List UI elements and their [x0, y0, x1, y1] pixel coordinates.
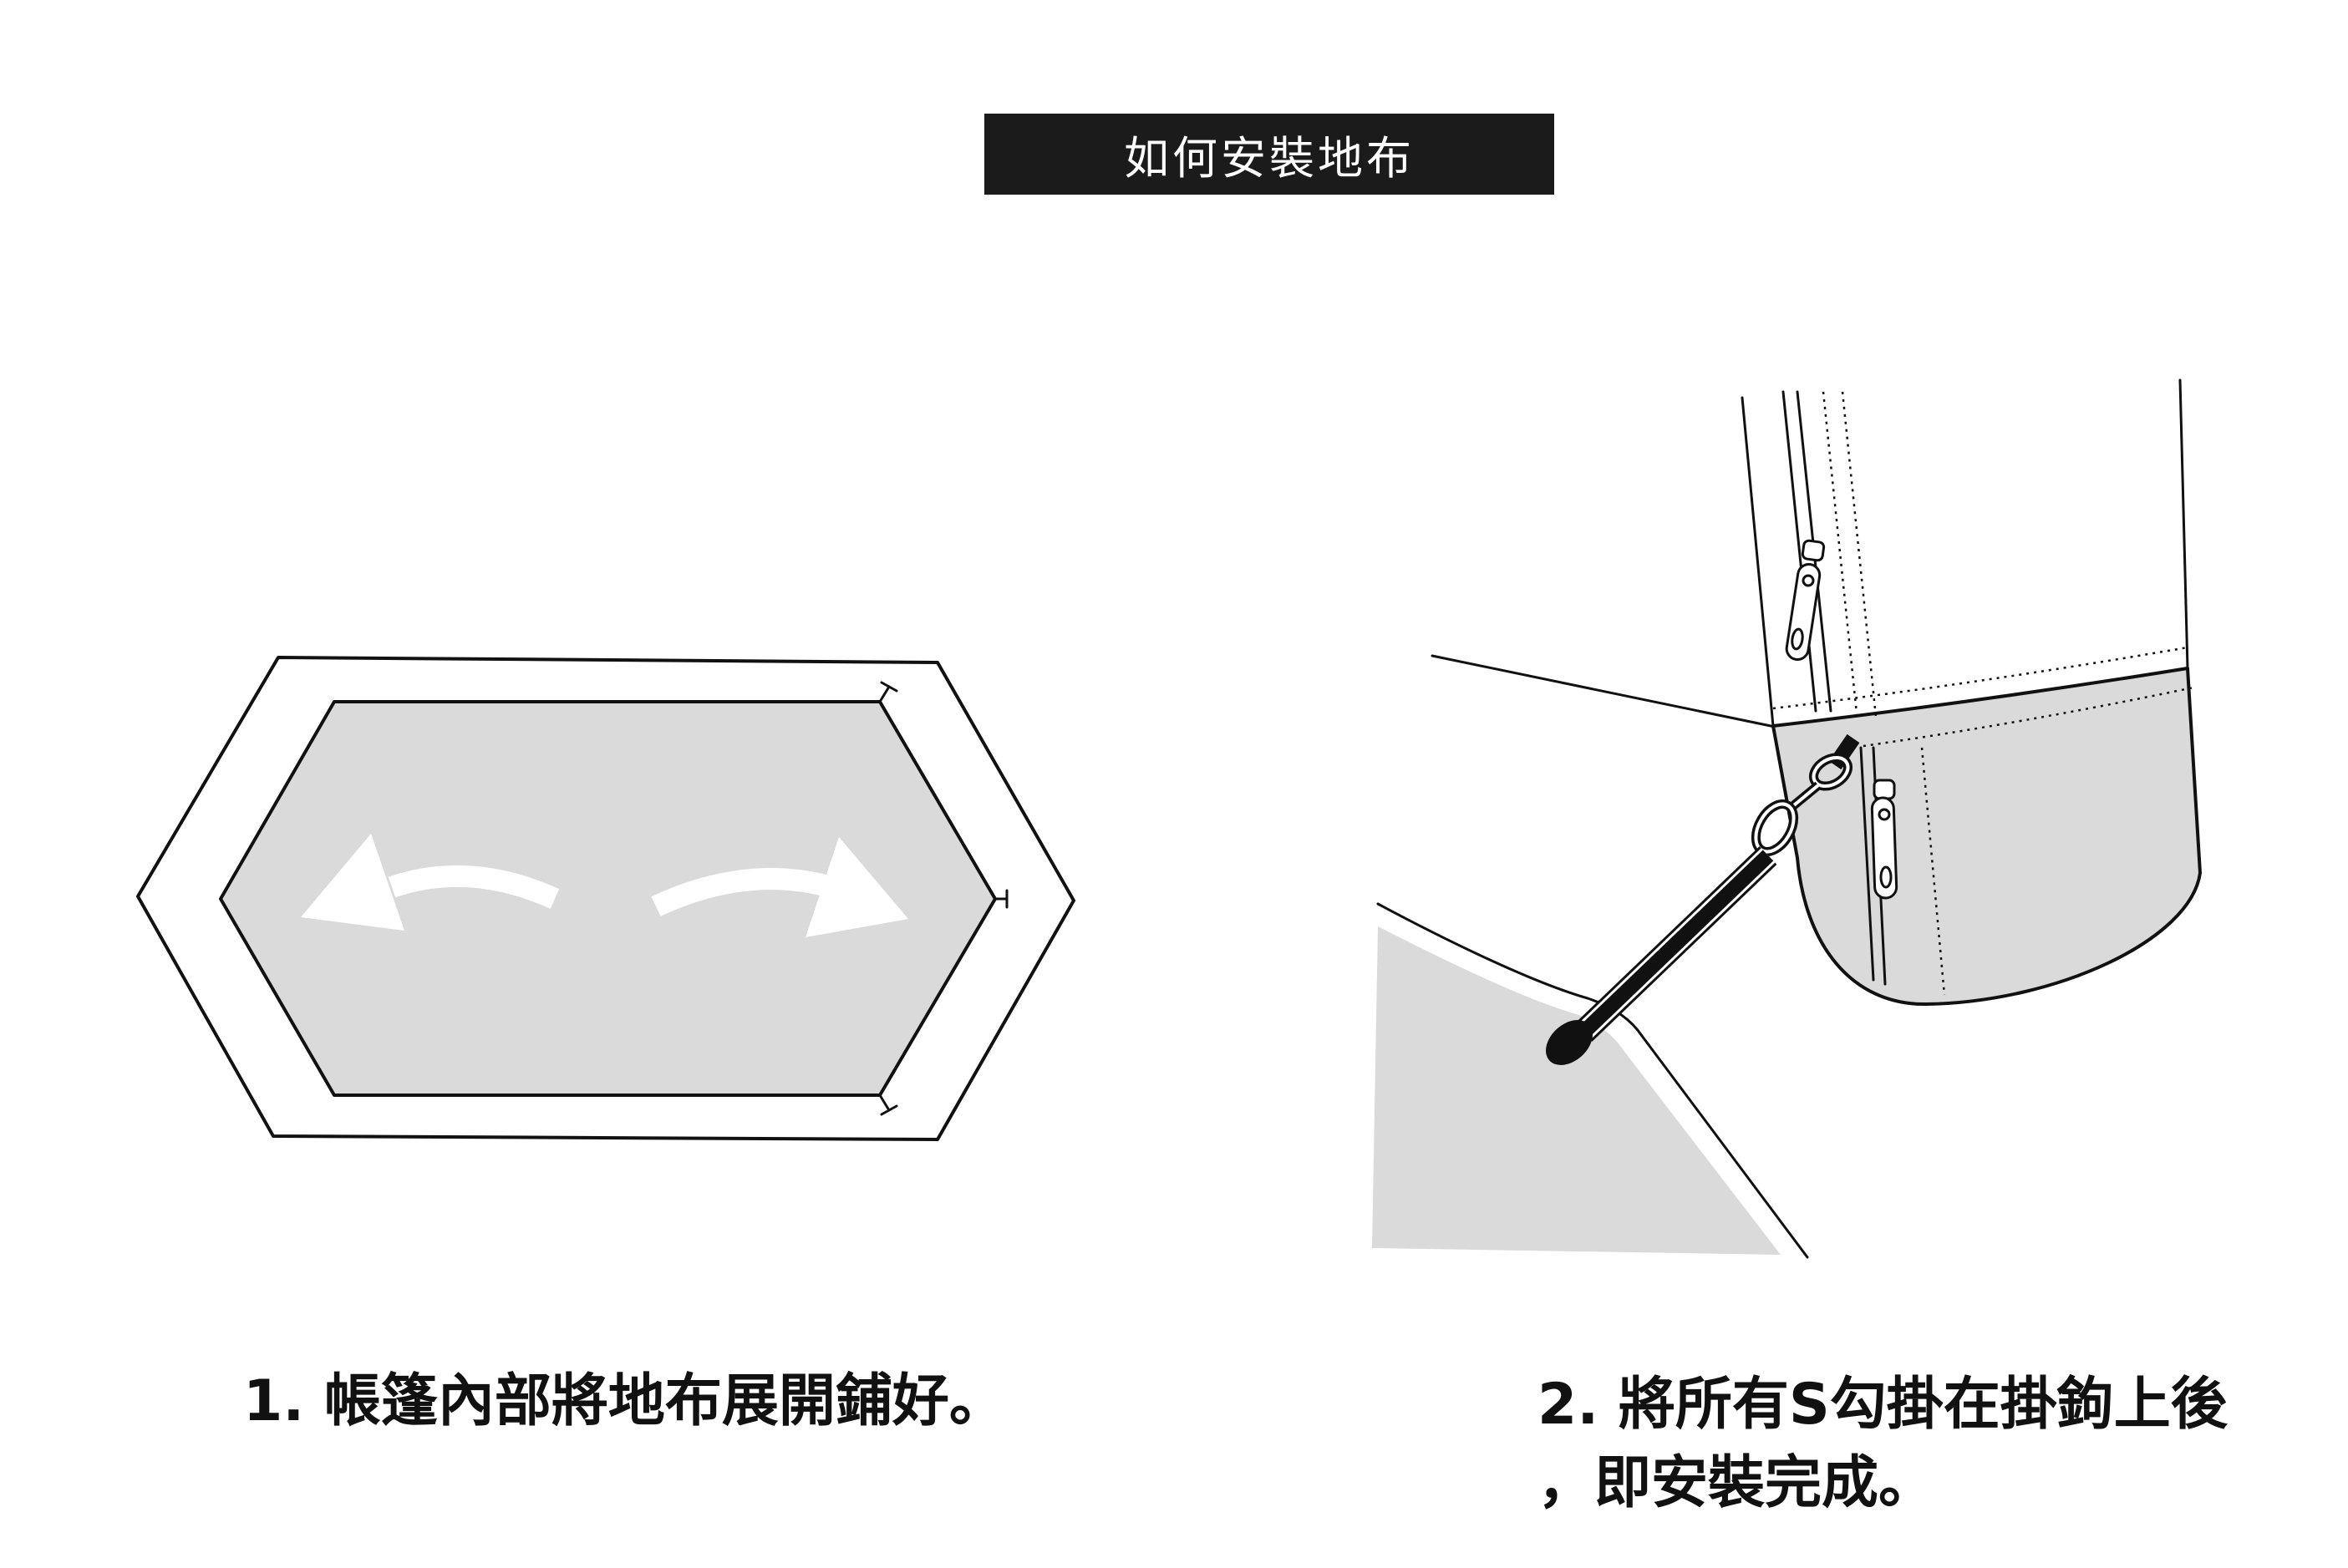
tent-footprint-outline	[136, 656, 1075, 1141]
s-hook-figure	[1372, 378, 2202, 1259]
zipper-pull-upper-icon	[1785, 539, 1826, 661]
groundsheet-corner-edge	[1376, 902, 1809, 1259]
step-2-line-2: ，即安裝完成。	[1537, 1450, 1936, 1516]
tent-edge-line	[1431, 654, 1776, 728]
corner-peg-bottom	[878, 1094, 898, 1116]
zipper-pull-lower-icon	[1870, 779, 1898, 900]
groundsheet-corner	[1372, 926, 1781, 1255]
spread-arrow-right-icon	[651, 837, 908, 937]
tent-wall-left-edge	[1741, 396, 1775, 728]
tent-wall-right-edge	[2178, 378, 2189, 670]
tent-floor-figure	[136, 656, 1075, 1141]
step-1-line-1: 1. 帳篷內部將地布展開鋪好。	[243, 1368, 1006, 1434]
seam-stitch-upper	[1772, 646, 2188, 710]
step-2-line-1: 2. 將所有S勾掛在掛鉤上後	[1537, 1372, 2228, 1438]
step-1-caption: 1. 帳篷內部將地布展開鋪好。	[243, 1362, 1006, 1441]
tent-wall-lower-section	[1771, 667, 2202, 1007]
step-2-caption: 2. 將所有S勾掛在掛鉤上後 ，即安裝完成。	[1537, 1366, 2228, 1523]
zipper-track-upper	[1781, 390, 1878, 718]
corner-peg-top	[878, 681, 898, 703]
spread-arrow-left-icon	[301, 834, 560, 931]
groundsheet-strap	[1574, 846, 1777, 1042]
page-title: 如何安裝地布	[1124, 132, 1415, 185]
title-banner: 如何安裝地布	[984, 114, 1554, 195]
strap-end-cap	[1546, 1020, 1593, 1065]
corner-peg-middle	[994, 889, 1009, 909]
